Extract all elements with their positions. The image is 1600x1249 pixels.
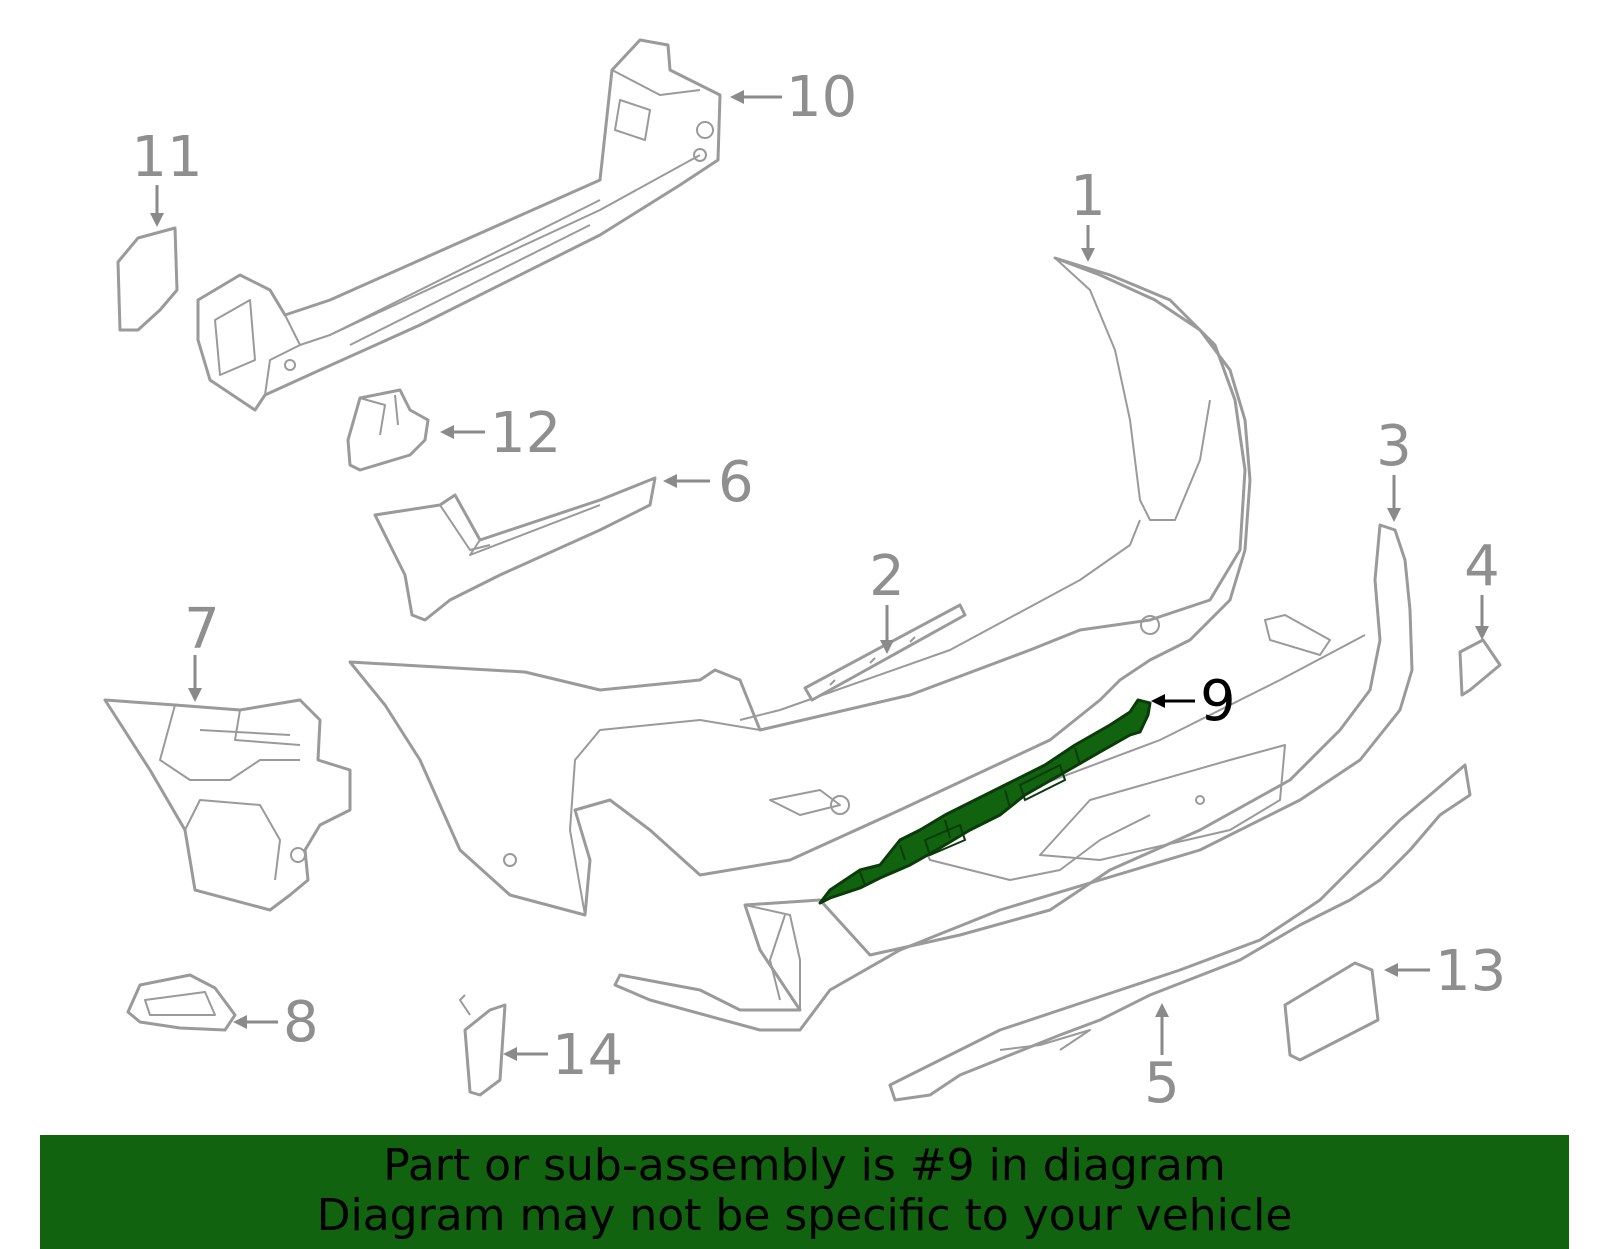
part-14-part[interactable] (459, 994, 507, 1097)
part-5-trim-strip[interactable] (888, 763, 1472, 1102)
callout-label-10: 10 (786, 65, 857, 130)
callout-4[interactable]: 4 (1464, 534, 1500, 640)
callout-label-1: 1 (1070, 164, 1106, 229)
callout-10[interactable]: 10 (730, 65, 857, 130)
callout-label-9: 9 (1200, 669, 1236, 734)
part-1-bumper-cover[interactable] (348, 256, 1252, 917)
callout-label-6: 6 (718, 450, 754, 515)
banner-line-1: Part or sub-assembly is #9 in diagram (383, 1140, 1226, 1191)
callout-9[interactable]: 9 (1151, 669, 1236, 734)
info-banner: Part or sub-assembly is #9 in diagram Di… (40, 1135, 1569, 1249)
callout-3[interactable]: 3 (1376, 414, 1412, 522)
callout-label-7: 7 (184, 597, 220, 662)
callout-8[interactable]: 8 (233, 990, 319, 1055)
callout-label-3: 3 (1376, 414, 1412, 479)
callout-11[interactable]: 11 (131, 125, 203, 227)
part-7-bracket-assembly[interactable] (103, 698, 352, 912)
part-10-reinforcement-beam[interactable] (196, 38, 722, 412)
callout-12[interactable]: 12 (440, 401, 561, 466)
part-12-bracket[interactable] (346, 388, 430, 472)
callout-label-2: 2 (869, 544, 905, 609)
part-9-highlighted-bracket[interactable] (818, 698, 1152, 905)
callout-label-8: 8 (283, 990, 319, 1055)
callout-13[interactable]: 13 (1384, 939, 1506, 1004)
part-2-strip[interactable] (803, 603, 967, 702)
part-13-plate[interactable] (1283, 961, 1380, 1062)
part-11-plate[interactable] (116, 226, 179, 332)
callout-label-12: 12 (490, 401, 561, 466)
callout-7[interactable]: 7 (184, 597, 220, 702)
banner-line-2: Diagram may not be specific to your vehi… (316, 1190, 1293, 1241)
part-8-cover[interactable] (126, 973, 237, 1032)
callout-label-5: 5 (1144, 1051, 1180, 1116)
callout-label-13: 13 (1435, 939, 1506, 1004)
callout-1[interactable]: 1 (1070, 164, 1106, 262)
callout-label-14: 14 (552, 1023, 623, 1088)
callout-14[interactable]: 14 (503, 1023, 623, 1088)
callout-6[interactable]: 6 (663, 450, 754, 515)
callout-5[interactable]: 5 (1144, 1003, 1180, 1116)
callout-label-4: 4 (1464, 534, 1500, 599)
part-4-trim[interactable] (1458, 638, 1502, 697)
callout-label-11: 11 (131, 125, 202, 190)
part-6-side-bracket[interactable] (373, 476, 657, 622)
callout-2[interactable]: 2 (869, 544, 905, 654)
